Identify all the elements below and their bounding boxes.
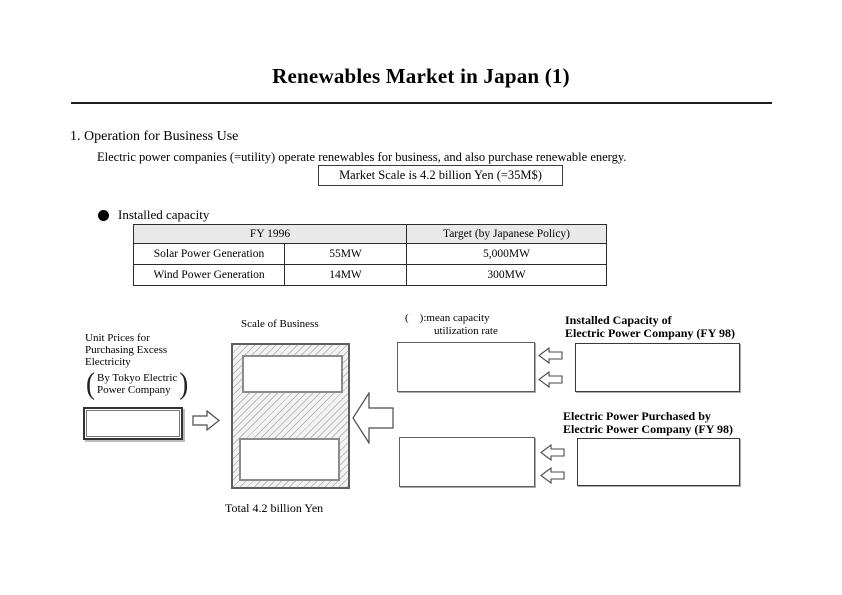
mean-capacity-note-line1: ( ):mean capacity [405,312,490,324]
scale-of-business-box [231,343,350,489]
installed-capacity-value-box [397,342,535,392]
table-row: Wind Power Generation 14MW 300MW [133,264,607,286]
total-label: Total 4.2 billion Yen [225,501,324,515]
cell-solar-target: 5,000MW [406,243,607,265]
arrow-left-large-icon [352,392,394,444]
market-scale-text: Market Scale is 4.2 billion Yen (=35M$) [339,168,542,182]
market-scale-box: Market Scale is 4.2 billion Yen (=35M$) [318,165,563,186]
section-description: Electric power companies (=utility) oper… [97,150,627,164]
section-heading: 1. Operation for Business Use [70,129,239,144]
close-bracket: ) [179,365,189,401]
page-title: Renewables Market in Japan (1) [272,64,570,88]
unit-prices-line1: Unit Prices for [85,332,150,344]
purchased-power-value-box [399,437,535,487]
purchased-power-company-box [577,438,740,486]
installed-capacity-company-line1: Installed Capacity of [565,313,672,327]
table-row: Solar Power Generation 55MW 5,000MW [133,243,607,265]
purchased-power-line1: Electric Power Purchased by [563,409,711,423]
bullet-icon [98,209,109,221]
purchased-power-company-label: Electric Power Purchased by Electric Pow… [563,410,733,435]
cell-wind-name: Wind Power Generation [133,264,285,286]
table-header-row: FY 1996 Target (by Japanese Policy) [133,224,607,244]
scale-inner-box-bottom [239,438,340,481]
arrow-right-icon [192,410,220,431]
cell-wind-fy1996: 14MW [284,264,407,286]
unit-prices-box [83,407,183,440]
scale-of-business-label: Scale of Business [241,318,319,330]
unit-prices-label: Unit Prices for Purchasing Excess Electr… [85,332,167,368]
by-company-text: By Tokyo Electric Power Company [97,372,177,396]
col-header-fy1996: FY 1996 [133,224,407,244]
col-header-target: Target (by Japanese Policy) [406,224,607,244]
by-tokyo-electric-note: ( By Tokyo Electric Power Company ) [86,365,189,401]
unit-prices-line2: Purchasing Excess [85,344,168,356]
arrow-left-small-icon [540,444,565,461]
arrow-left-small-icon [538,371,563,388]
by-company-line1: By Tokyo Electric [97,371,178,384]
installed-capacity-company-label: Installed Capacity of Electric Power Com… [565,314,735,339]
open-bracket: ( [86,365,95,401]
installed-capacity-company-box [575,343,740,392]
installed-capacity-label: Installed capacity [118,207,210,222]
scale-inner-box-top [242,355,343,393]
unit-prices-line3: Electricity [85,356,131,368]
installed-capacity-table: FY 1996 Target (by Japanese Policy) Sola… [133,224,607,286]
title-divider [71,102,772,104]
arrow-left-small-icon [538,347,563,364]
cell-wind-target: 300MW [406,264,607,286]
unit-prices-box-inner [86,410,180,437]
by-company-line2: Power Company [97,383,171,396]
mean-capacity-note-line2: utilization rate [434,325,498,337]
purchased-power-line2: Electric Power Company (FY 98) [563,421,733,436]
cell-solar-name: Solar Power Generation [133,243,285,265]
arrow-left-small-icon [540,467,565,484]
installed-capacity-heading: Installed capacity [98,207,209,223]
installed-capacity-company-line2: Electric Power Company (FY 98) [565,325,735,340]
cell-solar-fy1996: 55MW [284,243,407,265]
